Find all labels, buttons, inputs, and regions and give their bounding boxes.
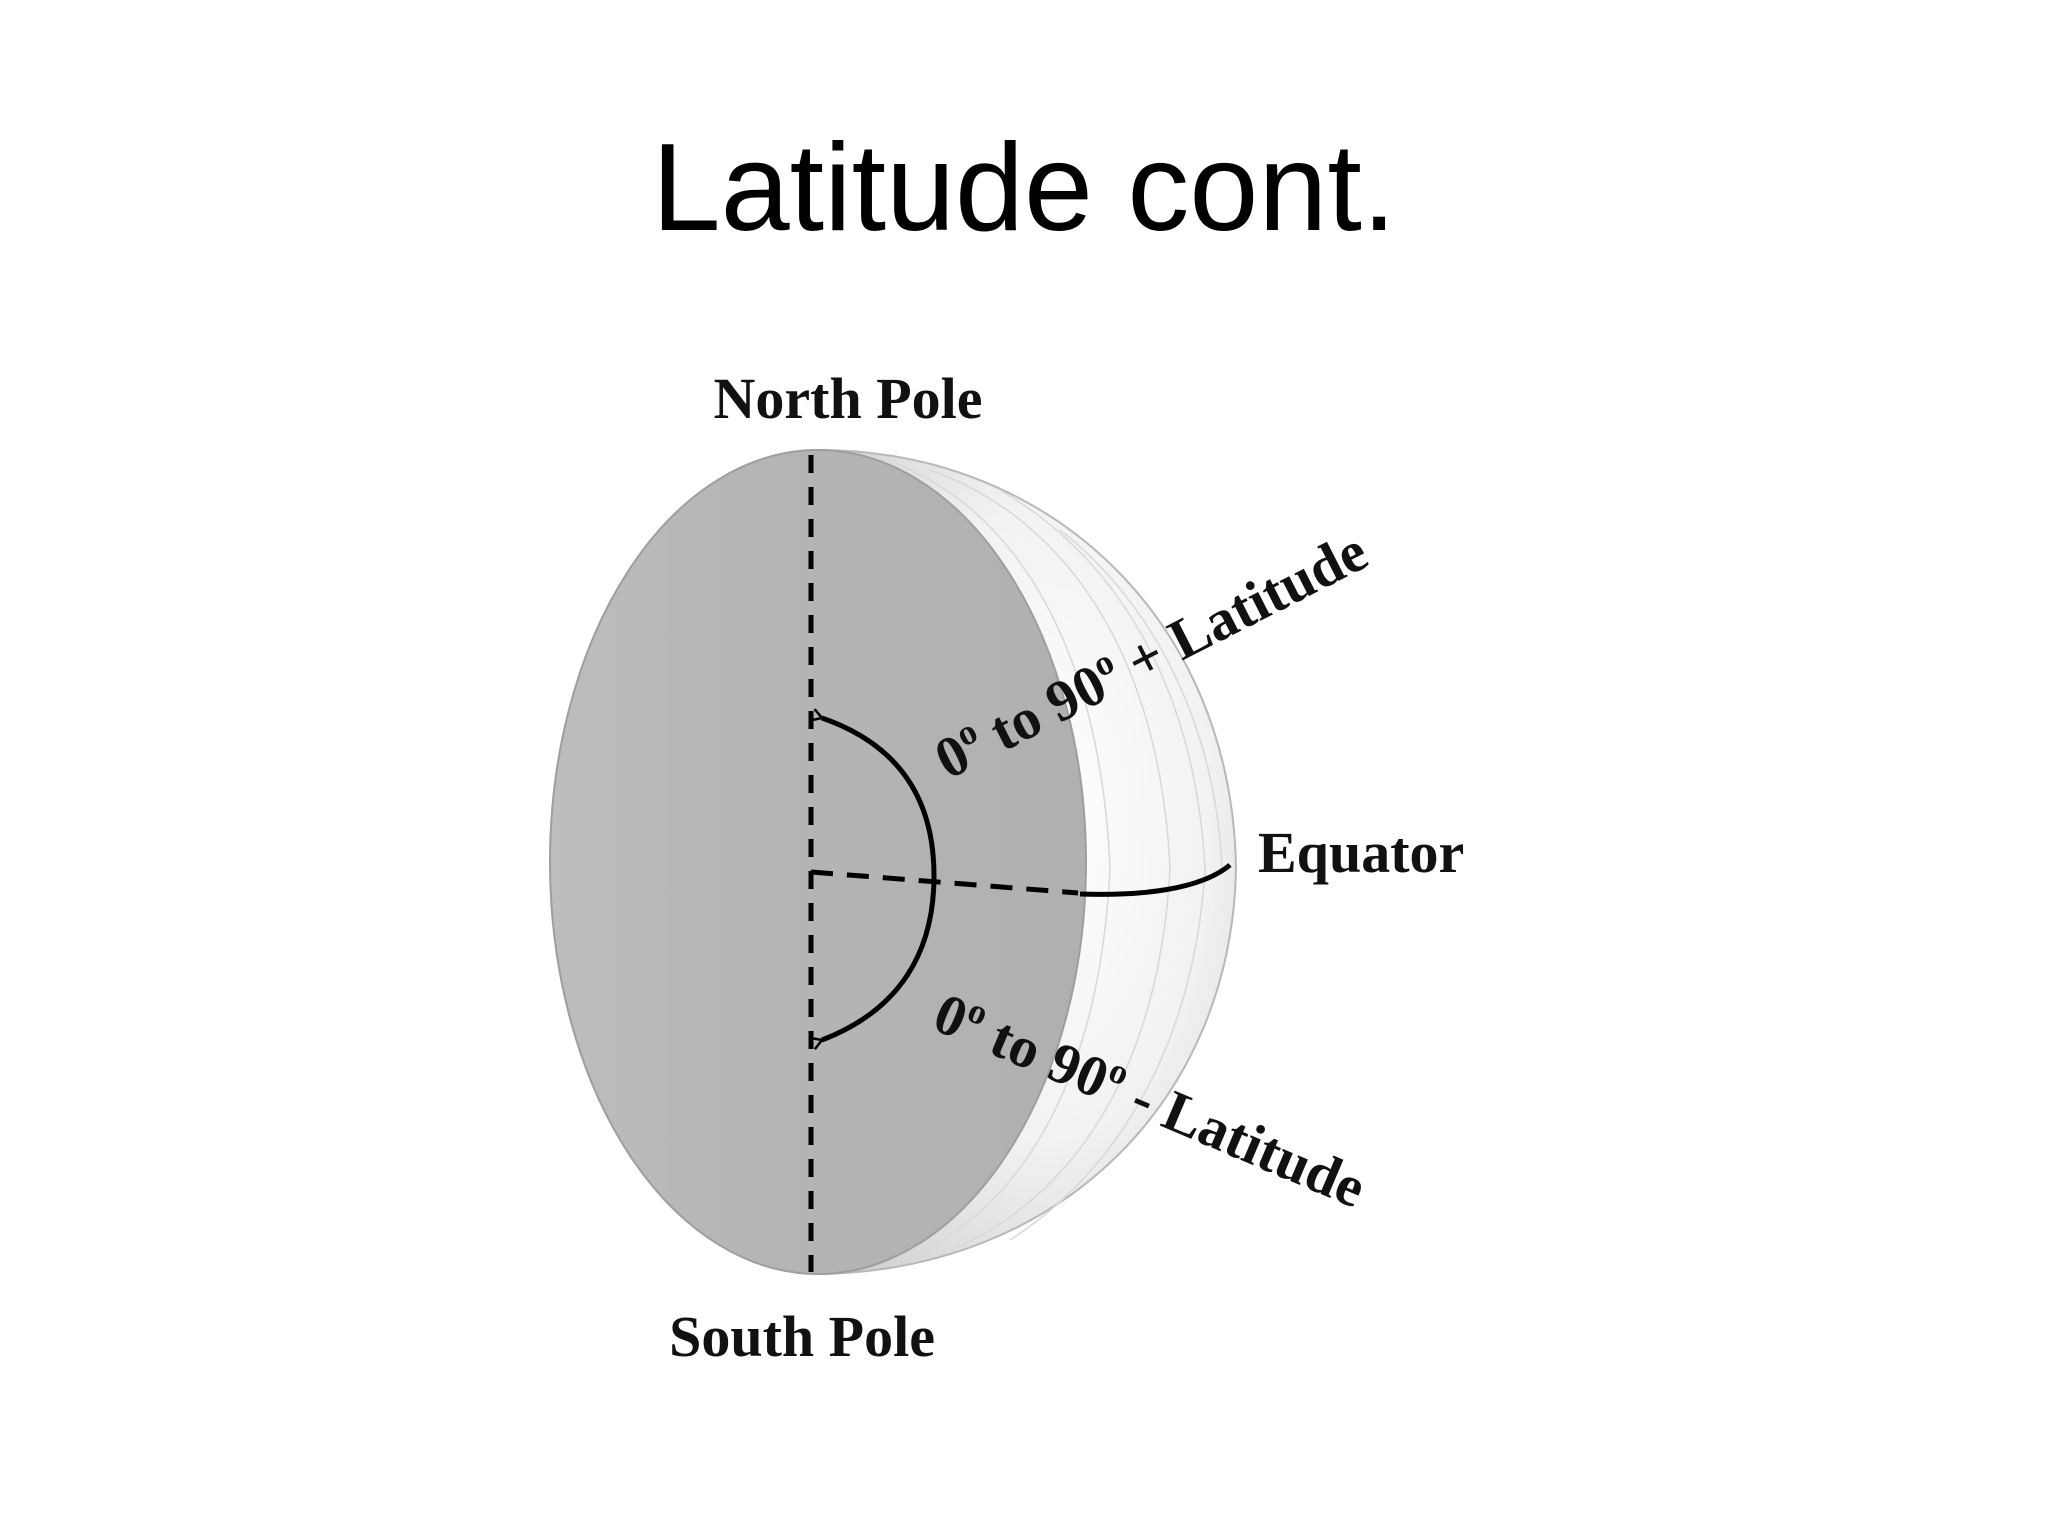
- north-pole-label: North Pole: [714, 366, 983, 431]
- equator-label: Equator: [1258, 820, 1464, 885]
- dome-shading: [879, 457, 1223, 1266]
- equator-line: [1079, 863, 1232, 897]
- equator-radius: [810, 869, 1079, 896]
- cross-section-face: [549, 449, 1087, 1275]
- south-latitude-arrow: [822, 875, 937, 1040]
- slide-title: Latitude cont.: [651, 119, 1397, 257]
- south-pole-label: South Pole: [669, 1304, 935, 1369]
- south-range-suffix: - Latitude: [1109, 1058, 1375, 1220]
- north-latitude-arrow: [822, 718, 937, 877]
